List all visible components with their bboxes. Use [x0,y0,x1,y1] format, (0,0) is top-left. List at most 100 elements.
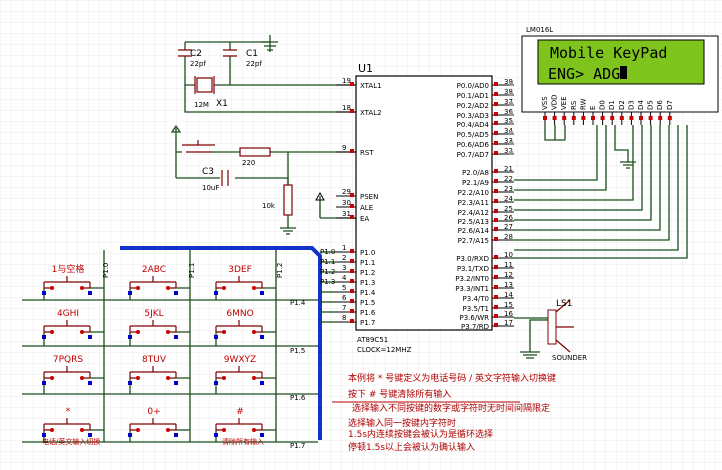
lcd-pin-name: D2 [618,100,626,110]
keypad-caption-left: 电话/英文输入切换 [42,437,100,446]
mcu-pin-number: 7 [342,304,346,312]
pin-marker [494,179,498,183]
key-contact [222,286,226,290]
pin-marker [509,82,513,86]
bus-label: P1.5 [290,347,305,355]
c2-label: C2 [190,49,202,59]
mcu-pin-number: 39 [504,78,513,86]
bus-label: P1.1 [320,258,335,266]
pin-marker [260,433,264,437]
keypad-key[interactable]: 6MNO [214,309,264,339]
mcu-pin-number: 29 [342,188,351,196]
key-contact [252,376,256,380]
r-10k-value: 10k [262,202,276,210]
key-contact [136,428,140,432]
pin-marker [494,295,498,299]
pin-marker [571,116,576,120]
mcu-pin-name: P1.5 [360,299,375,307]
sounder [514,299,574,359]
pin-marker [494,275,498,279]
keypad-key[interactable]: 4GHI [42,309,92,339]
keypad-key[interactable]: 3DEF [214,265,264,295]
c1-label: C1 [246,49,258,59]
mcu-pin-name: P3.5/T1 [463,305,489,313]
mcu-pin-number: 3 [342,264,346,272]
pin-marker [128,381,132,385]
pin-marker [350,289,354,293]
mcu-pin-name: P0.0/AD0 [457,82,489,90]
mcu-pin-number: 26 [504,214,513,222]
lcd-cursor [620,66,627,79]
pin-marker [42,335,46,339]
mcu-pin-name: RST [360,149,374,157]
keypad-key[interactable]: 5JKL [128,309,178,339]
keypad-key-label: 1与空格 [52,263,85,275]
c1-value: 22pf [246,60,262,68]
keypad-key[interactable]: 9WXYZ [214,355,264,385]
mcu-pin-number: 18 [342,104,351,112]
mcu-pin-number: 9 [342,144,346,152]
key-contact [136,330,140,334]
key-contact [252,428,256,432]
mcu-pin-name: P0.7/AD7 [457,151,489,159]
mcu-pin-number: 28 [504,233,513,241]
pin-marker [350,299,354,303]
keypad-key-label: 7PQRS [53,355,83,365]
mcu-ref: U1 [358,62,373,75]
mcu-pin-number: 12 [504,271,513,279]
lcd-pin-name: D3 [627,100,635,110]
key-contact [136,376,140,380]
vcc-arrow [315,191,325,201]
keypad-key-label: 2ABC [142,265,166,275]
pin-marker [494,237,498,241]
keypad-key-label: 6MNO [226,309,253,319]
pin-marker [42,291,46,295]
lcd-pin-name: VEE [560,96,568,110]
keypad-key[interactable]: 8TUV [128,355,178,385]
pin-marker [509,151,513,155]
mcu-pin-name: P1.6 [360,309,376,317]
key-contact [50,428,54,432]
keypad-key-label: 9WXYZ [224,355,256,365]
x1-value: 12M [194,101,209,109]
pin-marker [494,285,498,289]
mcu-pin-number: 33 [504,137,513,145]
mcu-pin-name: P3.4/T0 [463,295,489,303]
mcu-pin-number: 6 [342,294,347,302]
pin-marker [667,116,672,120]
pin-marker [350,309,354,313]
keypad-key[interactable]: # [214,407,264,437]
keypad-key[interactable]: 2ABC [128,265,178,295]
bus-label: P1.2 [320,268,335,276]
mcu-pin-number: 38 [504,88,513,96]
pin-marker [610,116,615,120]
keypad-key[interactable]: 7PQRS [42,355,92,385]
lcd-pin-name: D1 [608,100,616,110]
lcd-pin-name: D4 [637,100,645,110]
pin-marker [88,381,92,385]
keypad-key[interactable]: * [42,407,92,437]
mcu-pin-name: P2.4/A12 [458,209,489,217]
mcu-pin-number: 35 [504,117,513,125]
keypad-key[interactable]: 0+ [128,407,178,437]
sounder-label: SOUNDER [552,354,587,362]
mcu-pin-name: P1.0 [360,249,375,257]
keypad-key[interactable]: 1与空格 [42,263,92,295]
ls1-label: LS1 [556,299,572,309]
pin-marker [350,193,354,197]
x1-label: X1 [216,99,228,109]
mcu-pin-name: P0.3/AD3 [457,112,489,120]
c3-value: 10uF [202,184,219,192]
mcu-pin-number: 37 [504,98,513,106]
pin-marker [509,92,513,96]
key-contact [252,330,256,334]
mcu-pin-number: 2 [342,254,346,262]
pin-marker [509,131,513,135]
keypad-bus [120,246,322,440]
pin-marker [509,141,513,145]
mcu-pin-name: P3.1/TXD [457,265,489,273]
note-line-3: 选择输入不同按键的数字或字符时无时间间隔限定 [352,402,550,414]
pin-marker [88,433,92,437]
